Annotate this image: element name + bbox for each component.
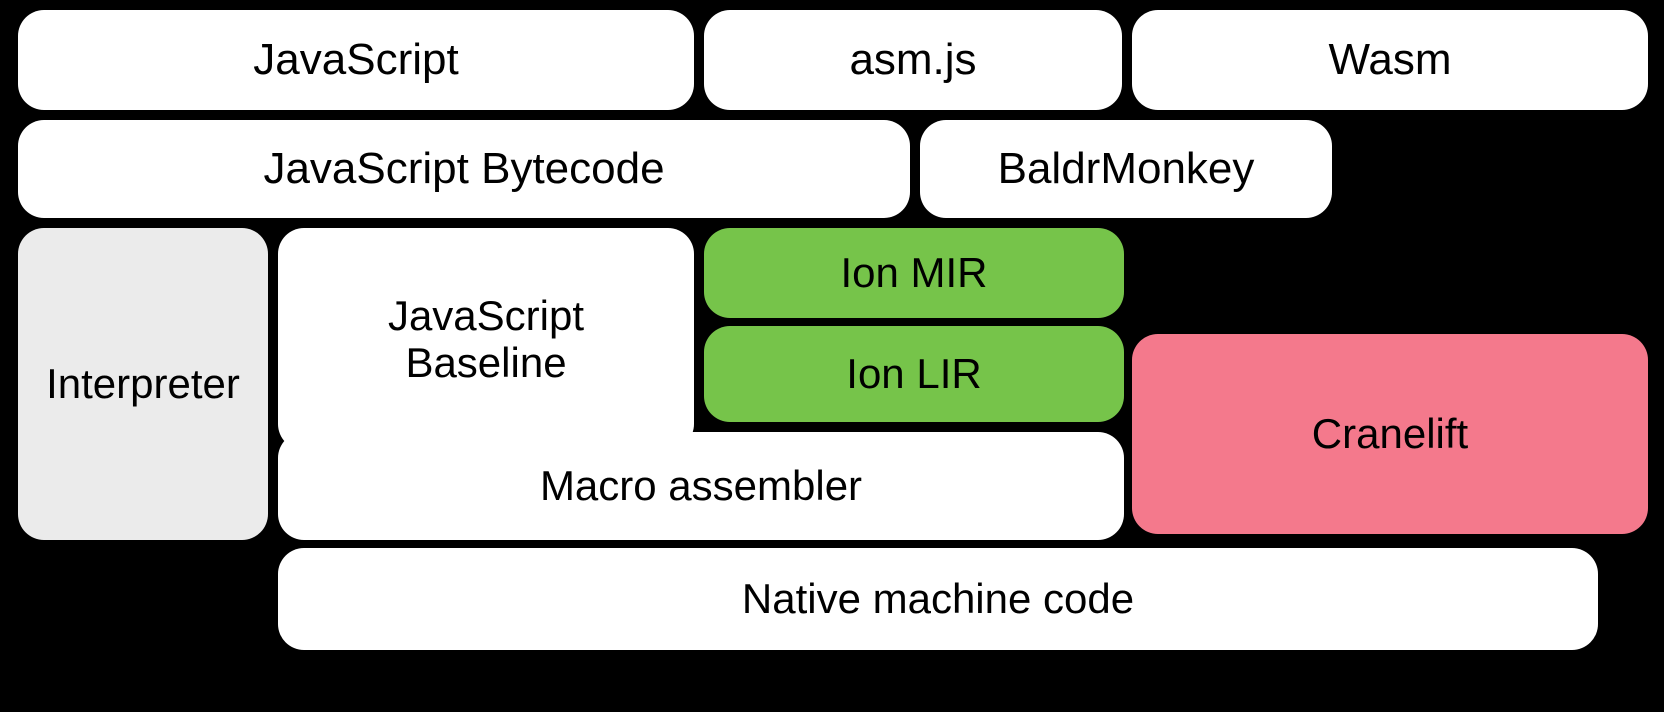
diagram-box-ion-lir: Ion LIR	[704, 326, 1124, 422]
diagram-box-macro-assembler: Macro assembler	[278, 432, 1124, 540]
diagram-box-native-machine-code: Native machine code	[278, 548, 1598, 650]
diagram-box-javascript: JavaScript	[18, 10, 694, 110]
diagram-box-ion-mir: Ion MIR	[704, 228, 1124, 318]
diagram-box-asm-js: asm.js	[704, 10, 1122, 110]
diagram-box-wasm: Wasm	[1132, 10, 1648, 110]
diagram-box-baldrmonkey: BaldrMonkey	[920, 120, 1332, 218]
diagram-box-cranelift: Cranelift	[1132, 334, 1648, 534]
diagram-box-javascript-bytecode: JavaScript Bytecode	[18, 120, 910, 218]
diagram-box-javascript-baseline: JavaScript Baseline	[278, 228, 694, 450]
diagram-box-interpreter: Interpreter	[18, 228, 268, 540]
